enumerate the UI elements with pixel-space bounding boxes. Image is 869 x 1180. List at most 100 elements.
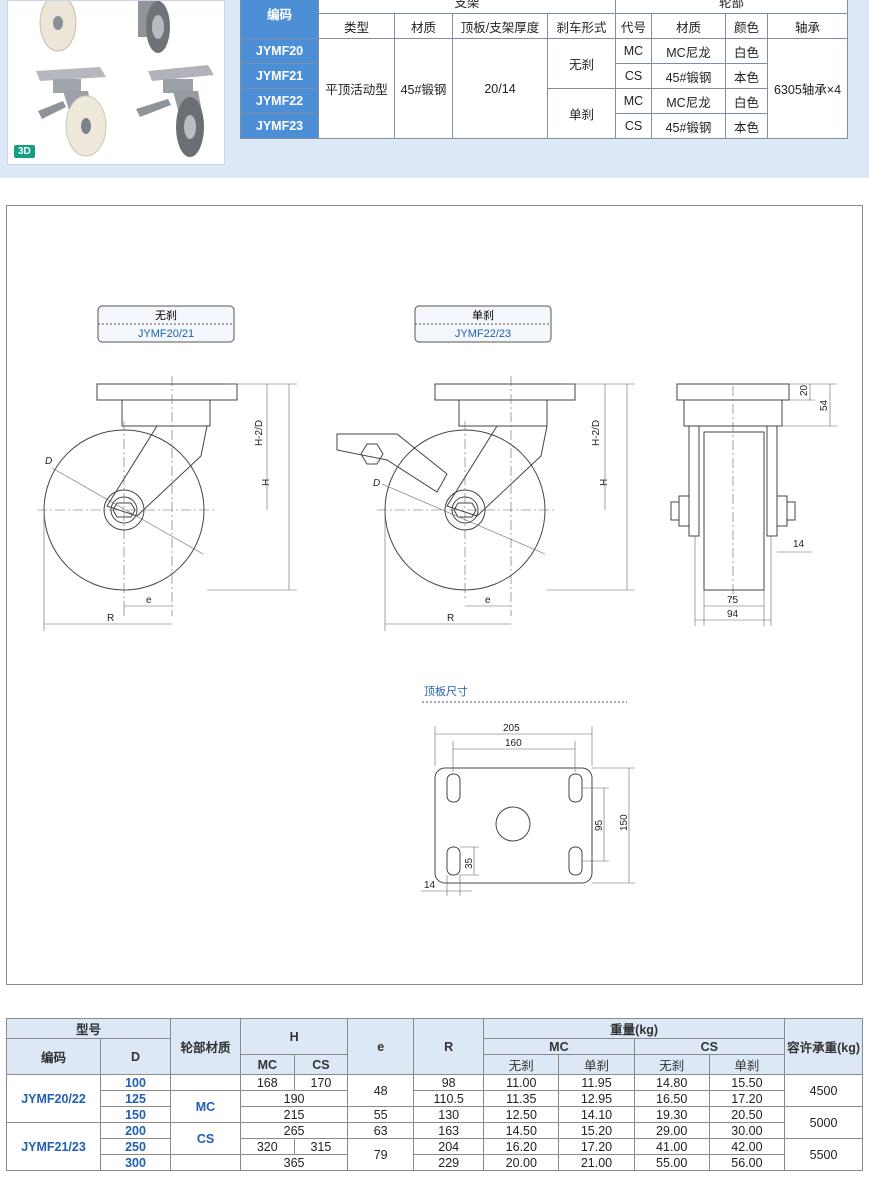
label-r: R xyxy=(447,613,454,624)
caster-photo-4 xyxy=(136,65,214,157)
code-cell: JYMF22 xyxy=(240,88,319,114)
load-cell: 5000 xyxy=(784,1106,863,1139)
d-header: D xyxy=(100,1038,171,1075)
dim-w-outer: 205 xyxy=(503,723,520,734)
weight-cell: 17.20 xyxy=(708,1090,786,1107)
top-plate-drawing: 205 160 95 150 35 14 xyxy=(421,723,635,896)
wheel-code-cell: CS xyxy=(615,63,652,89)
weight-cell: 29.00 xyxy=(633,1122,710,1139)
col-wheel-code: 代号 xyxy=(615,13,652,39)
h-cs-cell: 170 xyxy=(293,1074,349,1091)
code-cell: JYMF21 xyxy=(240,63,319,89)
h-mc-header: MC xyxy=(240,1054,295,1075)
col-bearing: 轴承 xyxy=(767,13,848,39)
weight-cell: 20.00 xyxy=(483,1154,560,1171)
dim-w-holes: 160 xyxy=(505,738,522,749)
bearing-cell: 6305轴承×4 xyxy=(767,38,848,139)
col-color: 颜色 xyxy=(725,13,768,39)
3d-badge[interactable]: 3D xyxy=(14,145,35,158)
caster-front-view-single-brake: D H H-2/D e R xyxy=(336,376,635,631)
weight-cell: 11.00 xyxy=(483,1074,560,1091)
color-cell: 白色 xyxy=(725,88,768,114)
wheel-material-cell: MC尼龙 xyxy=(651,38,726,64)
col-thickness: 顶板/支架厚度 xyxy=(452,13,548,39)
view2-label: 单刹 JYMF22/23 xyxy=(414,305,552,343)
model-header: 型号 xyxy=(6,1018,171,1039)
dim-edge: 14 xyxy=(424,880,436,891)
h-header: H xyxy=(239,1018,349,1055)
e-cell: 63 xyxy=(347,1122,415,1139)
view1-title: 无刹 xyxy=(155,309,177,322)
col-bracket-material: 材质 xyxy=(394,13,453,39)
label-e: e xyxy=(146,595,152,606)
weight-cell: 12.95 xyxy=(558,1090,635,1107)
r-cell: 163 xyxy=(413,1122,485,1139)
r-cell: 130 xyxy=(413,1106,485,1123)
h-mc-cell: 320 xyxy=(240,1138,295,1155)
r-cell: 98 xyxy=(413,1074,485,1091)
weight-cell: 16.50 xyxy=(633,1090,710,1107)
dimension-table: 型号 轮部材质 H e R 重量(kg) 容许承重(kg) 编码 D MC CS… xyxy=(6,1018,863,1171)
code-header: 编码 xyxy=(240,0,319,39)
h-cs-cell: 315 xyxy=(293,1138,349,1155)
dim-h-holes: 95 xyxy=(594,819,605,831)
weight-cell: 19.30 xyxy=(633,1106,710,1123)
d-cell: 150 xyxy=(100,1106,171,1123)
label-d: D xyxy=(45,456,52,467)
weight-cell: 30.00 xyxy=(708,1122,786,1139)
wheel-material-cell: MC xyxy=(170,1090,241,1123)
wheel-code-cell: CS xyxy=(615,113,652,139)
label-r: R xyxy=(107,613,114,624)
h-cell: 190 xyxy=(239,1090,349,1107)
product-photo: 3D xyxy=(7,0,225,165)
wheel-code-cell: MC xyxy=(615,38,652,64)
caster-photos xyxy=(36,1,214,157)
r-cell: 204 xyxy=(413,1138,485,1155)
plate-title: 顶板尺寸 xyxy=(424,684,468,698)
caster-photo-1 xyxy=(39,1,77,52)
weight-cell: 42.00 xyxy=(708,1138,786,1155)
cs-single-brake-header: 单刹 xyxy=(708,1054,786,1075)
r-header: R xyxy=(413,1018,485,1075)
wheel-material-cell: MC尼龙 xyxy=(651,88,726,114)
code-cell: JYMF20/22 xyxy=(6,1074,101,1123)
load-cell: 4500 xyxy=(784,1074,863,1107)
weight-cell: 11.95 xyxy=(558,1074,635,1091)
label-h: H xyxy=(599,479,610,486)
cs-no-brake-header: 无刹 xyxy=(633,1054,710,1075)
weight-cell: 16.20 xyxy=(483,1138,560,1155)
brake-cell: 单刹 xyxy=(547,88,616,139)
wheel-material-cell xyxy=(170,1074,241,1091)
wheel-material-cell xyxy=(170,1154,241,1171)
h-mc-cell: 168 xyxy=(240,1074,295,1091)
load-cell: 5500 xyxy=(784,1138,863,1171)
bracket-material-cell: 45#锻钢 xyxy=(394,38,453,139)
color-cell: 本色 xyxy=(725,113,768,139)
e-header: e xyxy=(347,1018,415,1075)
weight-cell: 15.20 xyxy=(558,1122,635,1139)
wheel-code-cell: MC xyxy=(615,88,652,114)
col-wheel-material: 材质 xyxy=(651,13,726,39)
view1-label: 无刹 JYMF20/21 xyxy=(97,305,235,343)
technical-drawing: 无刹 JYMF20/21 单刹 JYMF22/23 D xyxy=(6,205,863,985)
type-cell: 平顶活动型 xyxy=(318,38,395,139)
d-cell: 200 xyxy=(100,1122,171,1139)
wheel-material-cell: CS xyxy=(170,1122,241,1155)
load-header: 容许承重(kg) xyxy=(784,1018,863,1075)
wheel-material-cell: 45#锻钢 xyxy=(651,63,726,89)
caster-photo-3 xyxy=(36,67,107,157)
weight-cell: 21.00 xyxy=(558,1154,635,1171)
dim-outer: 94 xyxy=(727,609,739,620)
code-cell: JYMF20 xyxy=(240,38,319,64)
weight-cell: 14.10 xyxy=(558,1106,635,1123)
d-cell: 250 xyxy=(100,1138,171,1155)
view1-model: JYMF20/21 xyxy=(138,328,194,340)
weight-cell: 14.50 xyxy=(483,1122,560,1139)
weight-cell: 55.00 xyxy=(633,1154,710,1171)
dim-plate: 20 xyxy=(799,384,810,396)
color-cell: 本色 xyxy=(725,63,768,89)
caster-photo-2 xyxy=(138,1,170,53)
d-cell: 100 xyxy=(100,1074,171,1091)
caster-front-view-no-brake: D H H-2/D e R xyxy=(37,376,297,631)
wheel-header: 轮部 xyxy=(615,0,848,14)
